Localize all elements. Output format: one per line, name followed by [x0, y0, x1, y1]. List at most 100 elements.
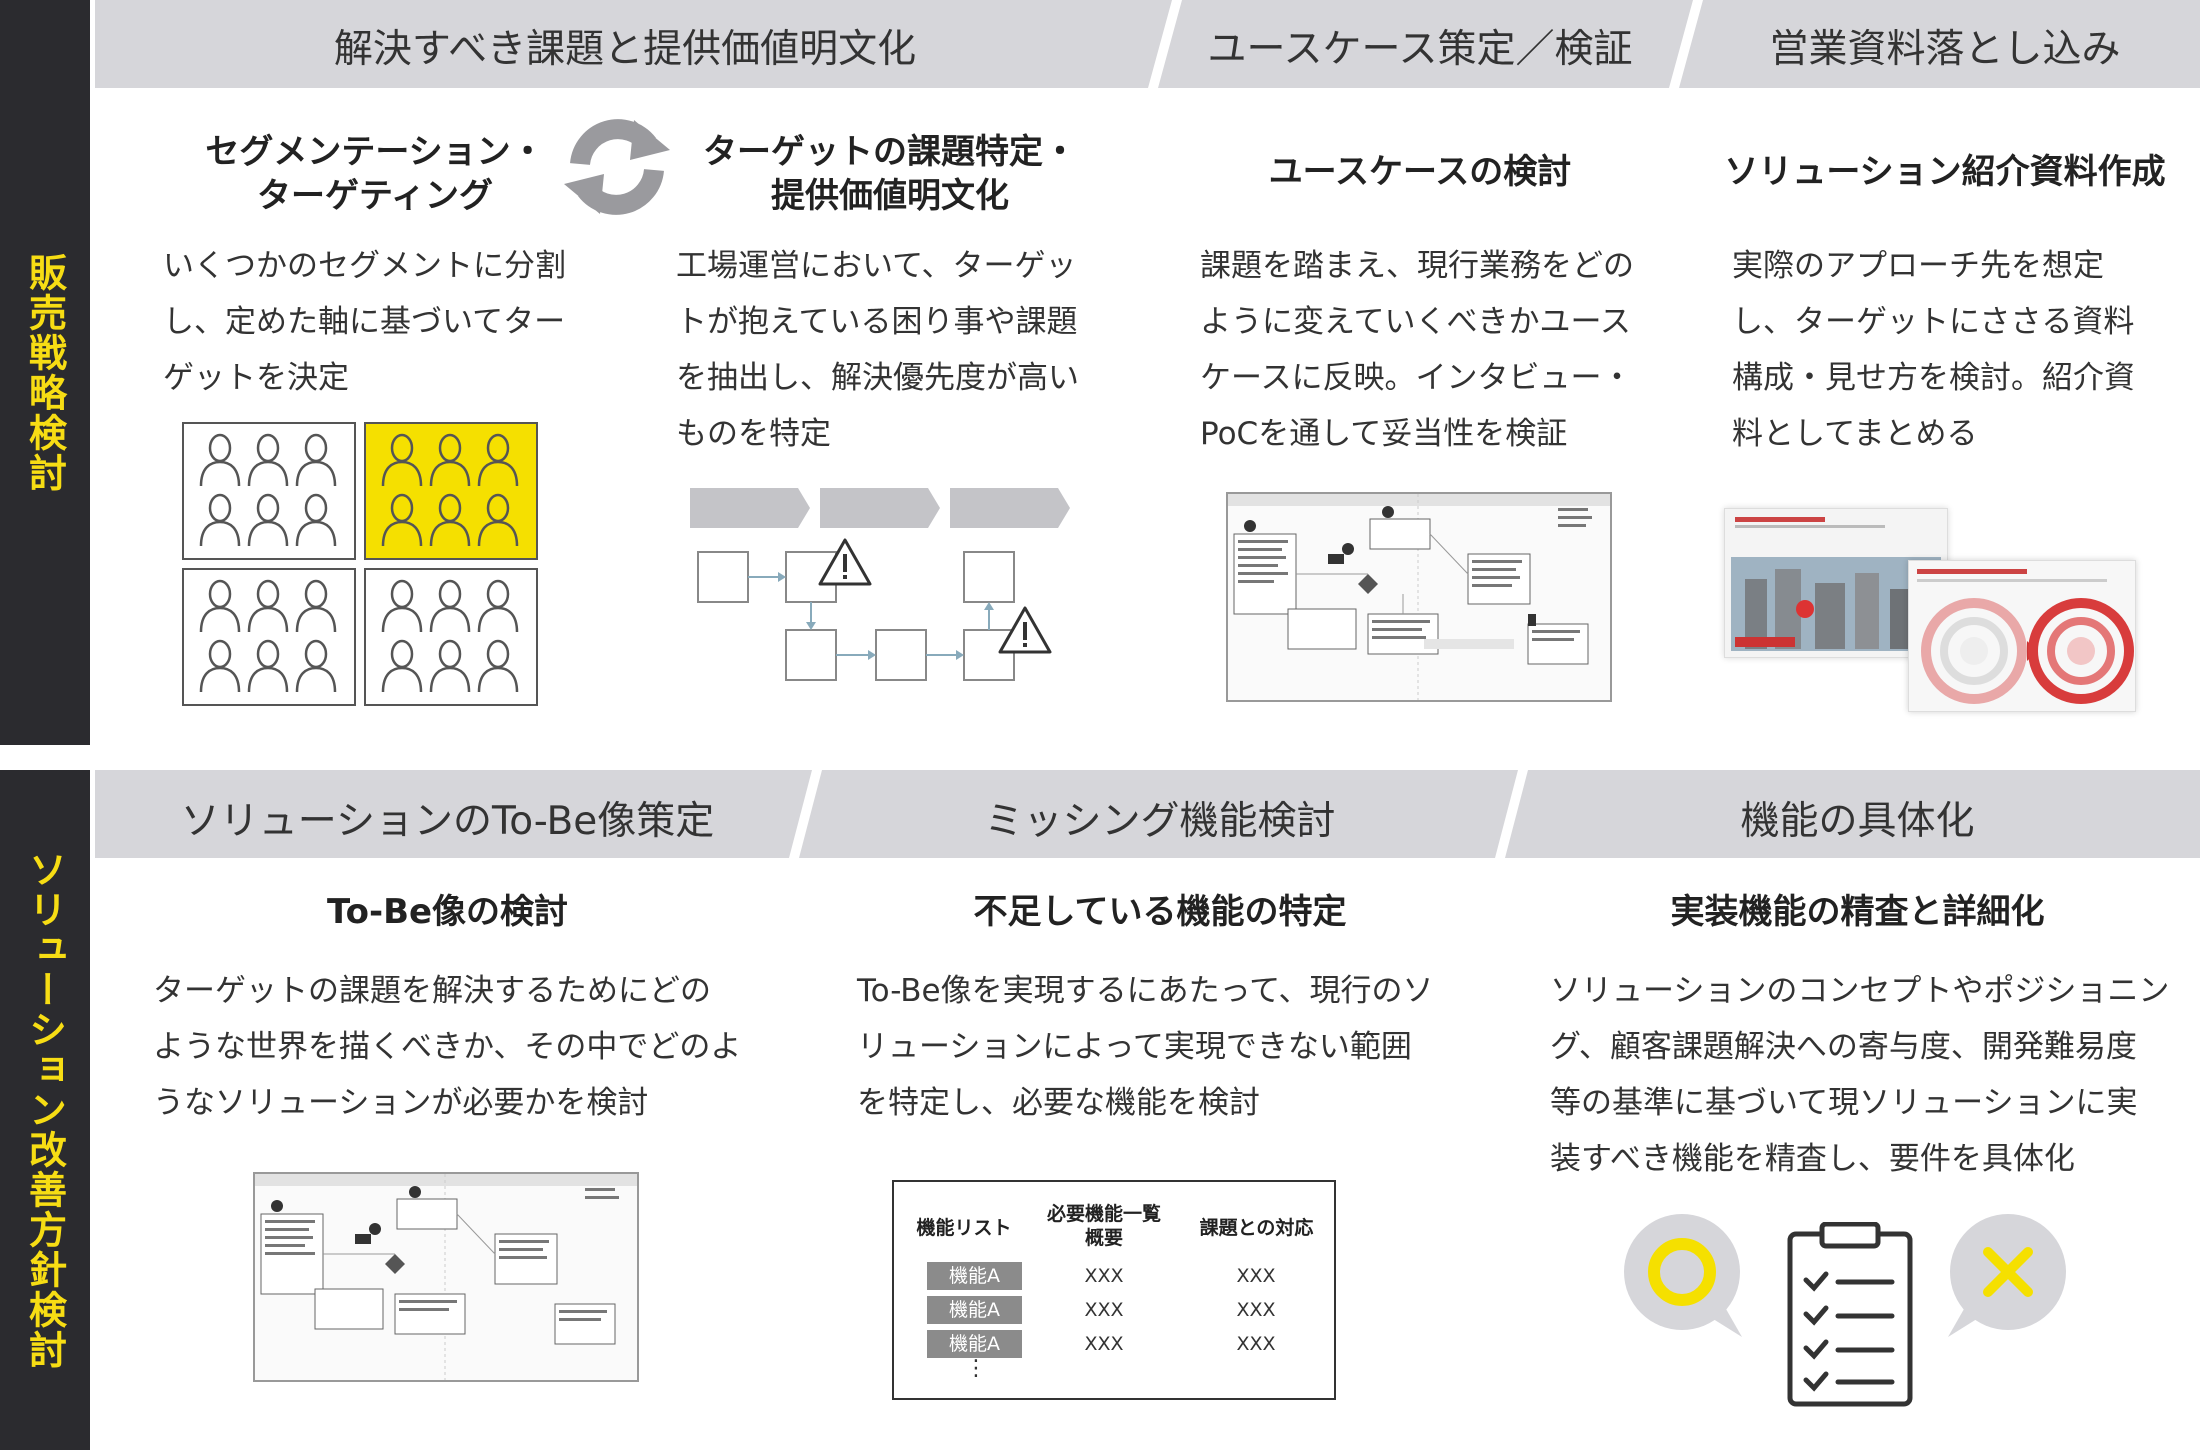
feature-issue: XXX [1236, 1299, 1276, 1321]
desc-line: し、ターゲットにささる資料 [1732, 304, 2135, 340]
desc-line: 料としてまとめる [1732, 416, 1978, 452]
person-icon [381, 493, 423, 547]
issue-spec-title-line2: 提供価値明文化 [771, 176, 1009, 216]
person-icon [429, 493, 471, 547]
person-icon [199, 639, 241, 693]
header-issue-value: 解決すべき課題と提供価値明文化 [333, 27, 917, 72]
person-icon [199, 433, 241, 487]
warning-icon [998, 606, 1052, 654]
circle-ok-icon [1624, 1214, 1742, 1337]
clipboard-checklist-icon [1787, 1222, 1913, 1407]
feature-issue: XXX [1236, 1333, 1276, 1355]
person-icon [477, 639, 519, 693]
person-icon [295, 579, 337, 633]
desc-line: トが抱えている困り事や課題 [676, 304, 1078, 340]
person-icon [477, 493, 519, 547]
desc-line: 課題を踏まえ、現行業務をどの [1200, 248, 1634, 284]
concretize-desc: ソリューションのコンセプトやポジショニン グ、顧客課題解決への寄与度、開発難易度… [1550, 963, 2190, 1187]
segmentation-desc: いくつかのセグメントに分割 し、定めた軸に基づいてター ゲットを決定 [163, 238, 603, 406]
desc-line: グ、顧客課題解決への寄与度、開発難易度 [1550, 1029, 2137, 1065]
desc-line: 装すべき機能を精査し、要件を具体化 [1550, 1141, 2075, 1177]
issue-spec-desc: 工場運営において、ターゲッ トが抱えている困り事や課題 を抽出し、解決優先度が高… [676, 238, 1116, 462]
person-icon [381, 639, 423, 693]
segmentation-title-line1: セグメンテーション・ [205, 132, 545, 172]
person-icon [199, 579, 241, 633]
sidebar-solution-improvement-label: ソリューション改善方針検討 [22, 850, 67, 1370]
sidebar-solution-improvement: ソリューション改善方針検討 [0, 770, 90, 1450]
solution-material-desc: 実際のアプローチ先を想定 し、ターゲットにささる資料 構成・見せ方を検討。紹介資… [1732, 238, 2172, 462]
feature-name: 機能A [927, 1330, 1022, 1358]
desc-line: うなソリューションが必要かを検討 [153, 1085, 649, 1121]
person-icon [247, 493, 289, 547]
people-icons [199, 433, 519, 693]
desc-line: 構成・見せ方を検討。紹介資 [1732, 360, 2135, 396]
desc-line: リューションによって実現できない範囲 [857, 1029, 1412, 1065]
person-icon [429, 579, 471, 633]
process-flow-diagram [690, 488, 1070, 681]
desc-line: 工場運営において、ターゲッ [676, 248, 1077, 284]
person-icon [247, 639, 289, 693]
desc-line: ゲットを決定 [163, 360, 349, 396]
warning-icon [818, 538, 872, 586]
person-icon [295, 433, 337, 487]
person-icon [477, 579, 519, 633]
missing-desc: To-Be像を実現するにあたって、現行のソ リューションによって実現できない範囲… [857, 963, 1497, 1131]
desc-line: ターゲットの課題を解決するためにどの [153, 973, 711, 1009]
feature-table: 機能リスト 必要機能一覧 概要 課題との対応 機能A XXX XXX 機能A X… [892, 1180, 1336, 1400]
person-icon [429, 433, 471, 487]
segmentation-title: セグメンテーション・ ターゲティング [170, 130, 580, 218]
header-concretize: 機能の具体化 [1740, 799, 1975, 844]
usecase-diagram-thumbnail [1226, 492, 1612, 702]
solution-material-title: ソリューション紹介資料作成 [1724, 152, 2166, 192]
tobe-desc: ターゲットの課題を解決するためにどの ような世界を描くべきか、その中でどのよ う… [153, 963, 793, 1131]
feature-table-header-issue: 課題との対応 [1199, 1217, 1314, 1239]
usecase-title: ユースケースの検討 [1268, 152, 1572, 192]
feature-table-header-list: 機能リスト [916, 1217, 1012, 1239]
person-icon [381, 579, 423, 633]
person-icon [477, 433, 519, 487]
feature-summary: XXX [1084, 1299, 1124, 1321]
person-icon [247, 579, 289, 633]
sidebar-sales-strategy: 販売戦略検討 [0, 0, 90, 745]
person-icon [199, 493, 241, 547]
desc-line: PoCを通して妥当性を検証 [1200, 416, 1568, 452]
desc-line: To-Be像を実現するにあたって、現行のソ [857, 973, 1434, 1009]
desc-line: ソリューションのコンセプトやポジショニン [1550, 973, 2170, 1009]
feature-name: 機能A [927, 1296, 1022, 1324]
issue-spec-title-line1: ターゲットの課題特定・ [703, 132, 1077, 172]
feature-name: 機能A [927, 1262, 1022, 1290]
issue-spec-title: ターゲットの課題特定・ 提供価値明文化 [680, 130, 1100, 218]
desc-line: ような世界を描くべきか、その中でどのよ [153, 1029, 742, 1065]
segmentation-title-line2: ターゲティング [257, 176, 493, 216]
sidebar-sales-strategy-label: 販売戦略検討 [22, 252, 67, 493]
concretize-title: 実装機能の精査と詳細化 [1670, 892, 2045, 932]
desc-line: いくつかのセグメントに分割 [163, 248, 566, 284]
feature-issue: XXX [1236, 1265, 1276, 1287]
desc-line: 実際のアプローチ先を想定 [1732, 248, 2104, 284]
desc-line: を特定し、必要な機能を検討 [857, 1085, 1260, 1121]
desc-line: ケースに反映。インタビュー・ [1200, 360, 1633, 396]
person-icon [381, 433, 423, 487]
desc-line: ものを特定 [676, 416, 831, 452]
person-icon [295, 639, 337, 693]
feature-table-ellipsis: ⋮ [965, 1356, 987, 1381]
feature-summary: XXX [1084, 1333, 1124, 1355]
header-usecase: ユースケース策定／検証 [1207, 27, 1633, 72]
feature-table-header-summary: 必要機能一覧 概要 [1046, 1203, 1161, 1249]
material-thumbnail-front [1908, 560, 2136, 712]
tobe-title: To-Be像の検討 [326, 892, 569, 932]
cross-ng-icon [1948, 1214, 2066, 1337]
cycle-arrows-icon [564, 119, 670, 215]
desc-line: し、定めた軸に基づいてター [163, 304, 566, 340]
desc-line: ように変えていくべきかユース [1200, 304, 1631, 340]
person-icon [295, 493, 337, 547]
feature-summary: XXX [1084, 1265, 1124, 1287]
tobe-diagram-thumbnail [253, 1172, 639, 1382]
desc-line: 等の基準に基づいて現ソリューションに実 [1550, 1085, 2138, 1121]
desc-line: を抽出し、解決優先度が高い [676, 360, 1079, 396]
missing-title: 不足している機能の特定 [973, 892, 1347, 932]
header-sales-material: 営業資料落とし込み [1769, 27, 2121, 72]
header-tobe: ソリューションのTo-Be像策定 [180, 799, 715, 844]
person-icon [247, 433, 289, 487]
